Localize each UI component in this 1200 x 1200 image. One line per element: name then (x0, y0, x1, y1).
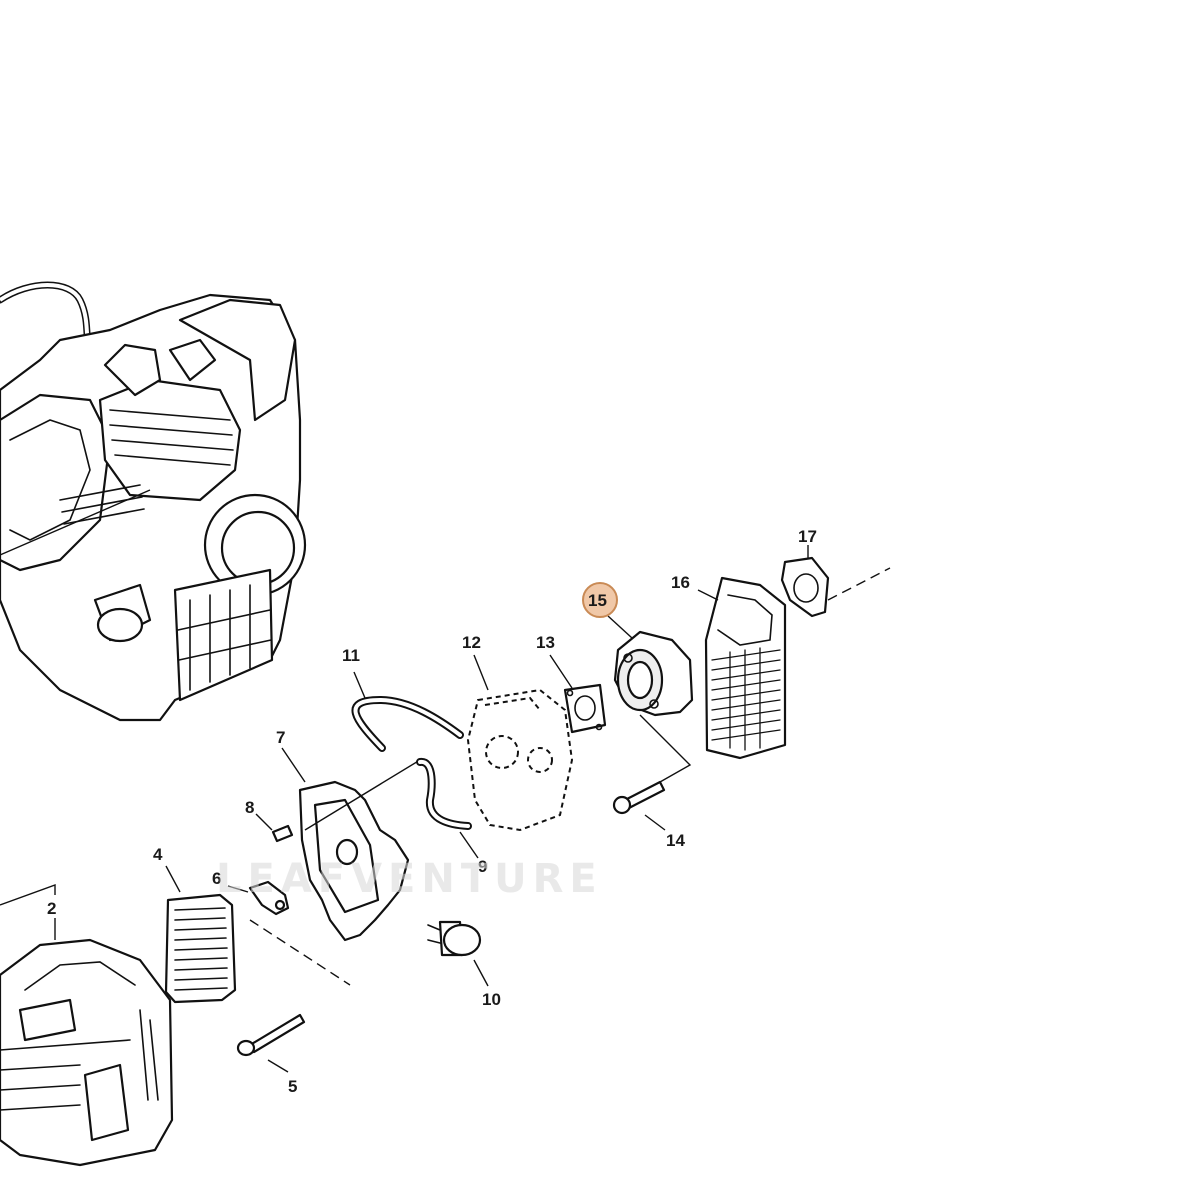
primer-bulb-10 (427, 920, 489, 987)
air-filter-cover (0, 884, 174, 1167)
callout-5: 5 (288, 1077, 297, 1096)
screw-5 (236, 1013, 306, 1073)
gasket-13 (549, 654, 607, 734)
callout-12: 12 (462, 633, 481, 652)
engine-assembly (0, 281, 307, 722)
callout-7: 7 (276, 728, 285, 747)
heat-shield-16 (697, 576, 787, 760)
air-filter (164, 865, 237, 1004)
fuel-line-11 (351, 671, 464, 752)
callout-17: 17 (798, 527, 817, 546)
callout-8: 8 (245, 798, 254, 817)
callout-2: 2 (47, 899, 56, 918)
gasket-17 (780, 545, 891, 618)
callout-15-highlight[interactable] (582, 582, 618, 618)
carburetor-12 (466, 654, 574, 832)
callout-9: 9 (478, 857, 487, 876)
callout-11: 11 (342, 646, 360, 665)
callout-15[interactable]: 15 (588, 591, 607, 610)
flange-15 (607, 615, 694, 717)
base-plate-7 (281, 747, 421, 942)
callout-4: 4 (153, 845, 163, 864)
clip-6 (227, 880, 351, 986)
callout-6: 6 (212, 869, 221, 888)
callout-14: 14 (666, 831, 685, 850)
callout-10: 10 (482, 990, 501, 1009)
callout-labels: 2 4 5 6 7 8 9 10 11 12 13 14 15 16 17 (47, 527, 817, 1096)
callout-13: 13 (536, 633, 555, 652)
watermark-text: LEAFVENTURE (216, 856, 603, 902)
fuel-hose-9 (416, 758, 479, 859)
screw-14 (612, 714, 692, 831)
sleeve-8 (255, 813, 294, 843)
callout-16: 16 (671, 573, 690, 592)
